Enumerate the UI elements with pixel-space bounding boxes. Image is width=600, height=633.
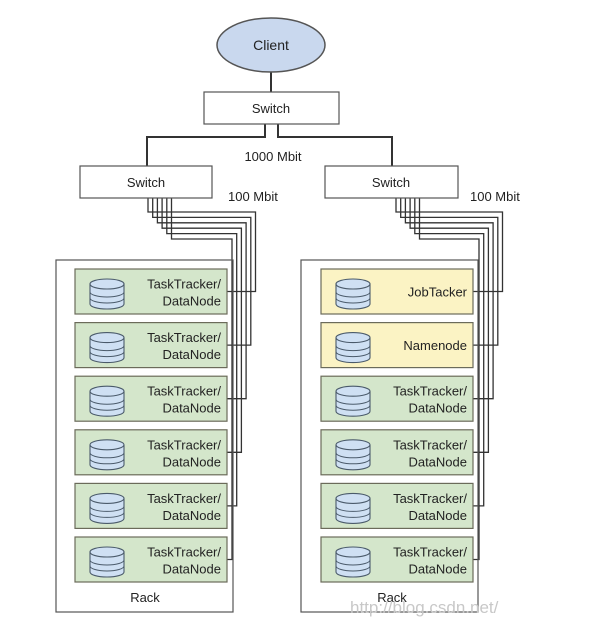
core-link-speed: 1000 Mbit <box>244 149 301 164</box>
rack-frame-left <box>55 259 234 613</box>
link-core-rack-right <box>277 124 393 166</box>
core-switch-label: Switch <box>252 101 290 116</box>
database-icon <box>89 546 125 578</box>
database-icon <box>89 385 125 417</box>
rack-1-cable-6 <box>170 198 233 561</box>
rack-1-node-3: TaskTracker/DataNode <box>74 375 228 422</box>
node-label-line1: TaskTracker/ <box>147 545 221 560</box>
rack-switch-left-box <box>79 165 213 199</box>
node-label-line2: DataNode <box>408 454 467 469</box>
node-label-line2: DataNode <box>162 401 221 416</box>
database-icon <box>335 439 371 471</box>
node-label-line1: TaskTracker/ <box>147 330 221 345</box>
rack-1-node-1: TaskTracker/DataNode <box>74 268 228 315</box>
database-icon <box>335 385 371 417</box>
rack-2-cable-5 <box>414 198 485 507</box>
node-label-line2: DataNode <box>162 562 221 577</box>
node-label: Namenode <box>403 338 467 353</box>
core-switch: Switch <box>203 91 340 125</box>
rack-label-right: Rack <box>377 590 407 605</box>
database-icon <box>89 492 125 524</box>
node-label-line1: TaskTracker/ <box>147 491 221 506</box>
node-label-line1: TaskTracker/ <box>147 384 221 399</box>
core-switch-box <box>203 91 340 125</box>
node-label-line1: TaskTracker/ <box>393 384 467 399</box>
rack-1-cable-3 <box>156 198 247 400</box>
rack-frame-right <box>300 259 479 613</box>
database-icon <box>335 492 371 524</box>
rack-2-node-2: Namenode <box>320 322 474 369</box>
rack-1-node-2: TaskTracker/DataNode <box>74 322 228 369</box>
node-label-line1: TaskTracker/ <box>393 491 467 506</box>
database-icon <box>335 546 371 578</box>
node-label-line2: DataNode <box>162 347 221 362</box>
node-label-line1: TaskTracker/ <box>393 545 467 560</box>
rack-1-node-4: TaskTracker/DataNode <box>74 429 228 476</box>
rack-2-node-1: JobTacker <box>320 268 474 315</box>
rack-2-node-3: TaskTracker/DataNode <box>320 375 474 422</box>
node-label-line1: TaskTracker/ <box>147 277 221 292</box>
node-label-line2: DataNode <box>162 508 221 523</box>
rack-2-node-4: TaskTracker/DataNode <box>320 429 474 476</box>
rack-switch-right-label: Switch <box>372 175 410 190</box>
client-ellipse <box>216 17 326 73</box>
link-core-rack-left <box>146 124 266 166</box>
rack-switch-right-box <box>324 165 459 199</box>
node-label-line1: TaskTracker/ <box>393 437 467 452</box>
node-label-line2: DataNode <box>408 401 467 416</box>
node-label-line1: TaskTracker/ <box>147 437 221 452</box>
client-node: Client <box>216 17 326 73</box>
rack-link-speed-left: 100 Mbit <box>228 189 278 204</box>
database-icon <box>335 278 371 310</box>
rack-switch-right: Switch <box>324 165 459 199</box>
client-label: Client <box>253 37 289 53</box>
node-label-line2: DataNode <box>408 562 467 577</box>
rack-2-cable-6 <box>418 198 480 561</box>
database-icon <box>89 332 125 364</box>
database-icon <box>335 332 371 364</box>
rack-1-node-6: TaskTracker/DataNode <box>74 536 228 583</box>
database-icon <box>89 278 125 310</box>
rack-switch-left-label: Switch <box>127 175 165 190</box>
node-label-line2: DataNode <box>408 508 467 523</box>
watermark-text: http://blog.csdn.net/ <box>350 598 499 617</box>
rack-2-node-6: TaskTracker/DataNode <box>320 536 474 583</box>
database-icon <box>89 439 125 471</box>
rack-label-left: Rack <box>130 590 160 605</box>
rack-link-speed-right: 100 Mbit <box>470 189 520 204</box>
node-label-line2: DataNode <box>162 294 221 309</box>
rack-2-cable-3 <box>404 198 494 400</box>
node-label-line2: DataNode <box>162 454 221 469</box>
rack-2-cable-2 <box>400 198 499 346</box>
rack-1-node-5: TaskTracker/DataNode <box>74 482 228 529</box>
rack-switch-left: Switch <box>79 165 213 199</box>
rack-2-node-5: TaskTracker/DataNode <box>320 482 474 529</box>
rack-1-cable-2 <box>152 198 252 346</box>
node-label: JobTacker <box>408 285 468 300</box>
